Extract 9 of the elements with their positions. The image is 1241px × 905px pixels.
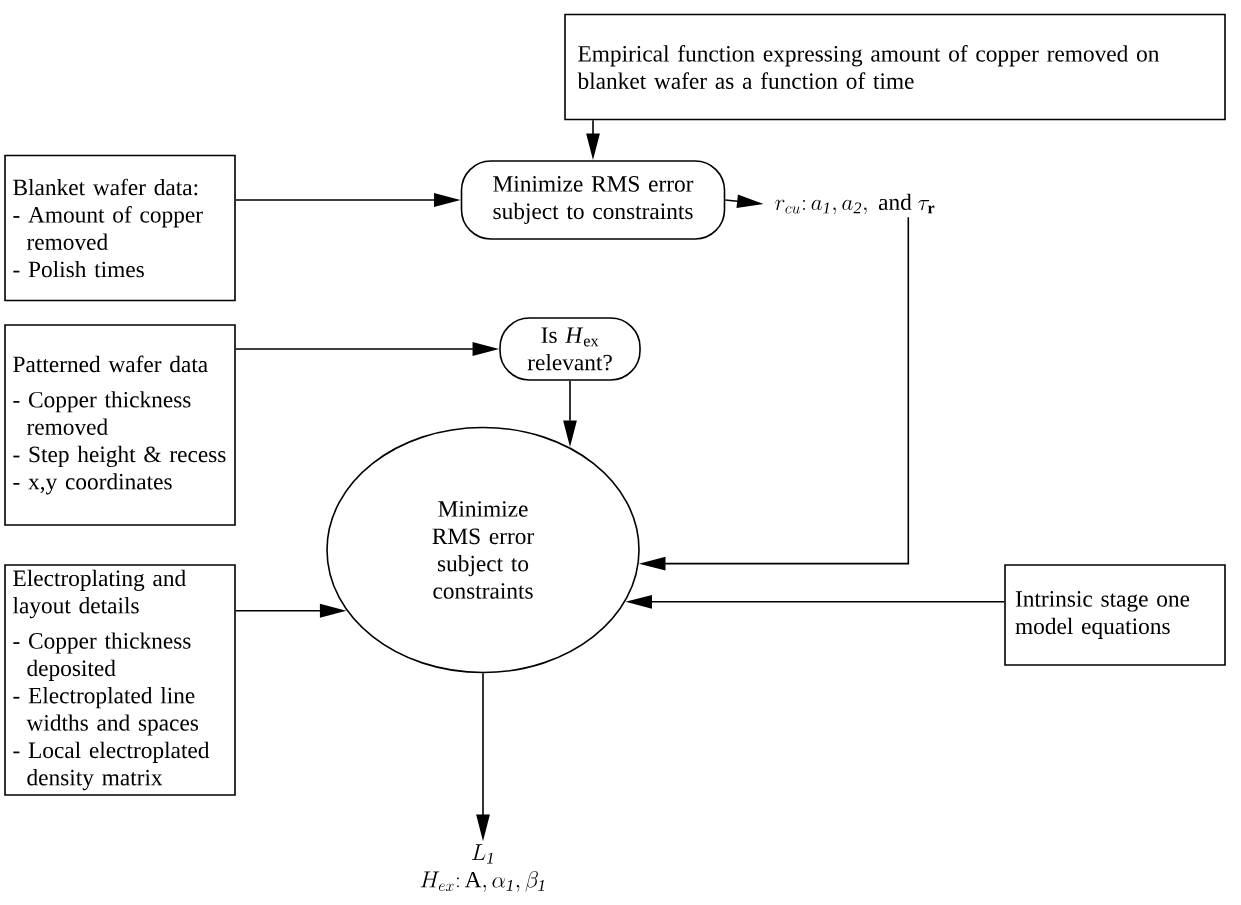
- data-box: Electroplating and layout details - Copper thickness deposited - Electroplated line widths and spaces - Local electroplated density matrix: [4, 564, 236, 796]
- function-box: Empirical function expressing amount of copper removed on blanket wafer as a function of time: [564, 13, 1226, 121]
- process-box: Minimize RMS error subject to constraints: [460, 160, 726, 240]
- result-text: $r_{cu}\colon a_{\mathit{1}}, a_{\mathit{2}}, \mbox{ and } \tau_{\mathbf{r}}$: [775, 193, 935, 215]
- data-box: Patterned wafer data - Copper thickness removed - Step height & recess - x,y coordinates: [4, 324, 236, 526]
- decision-box: Is H$_{ex}$ relevant?: [499, 317, 641, 381]
- input-box: Intrinsic stage one model equations: [1004, 564, 1226, 666]
- data-box: Blanket wafer data: - Amount of copper removed - Polish times: [4, 154, 236, 302]
- result-text: $L_{\mathit{1}}$ $H_{ex}\colon \mathrm{A}, \alpha_{\mathit{1}}, \beta_{\mathit{1}}$: [420, 844, 545, 892]
